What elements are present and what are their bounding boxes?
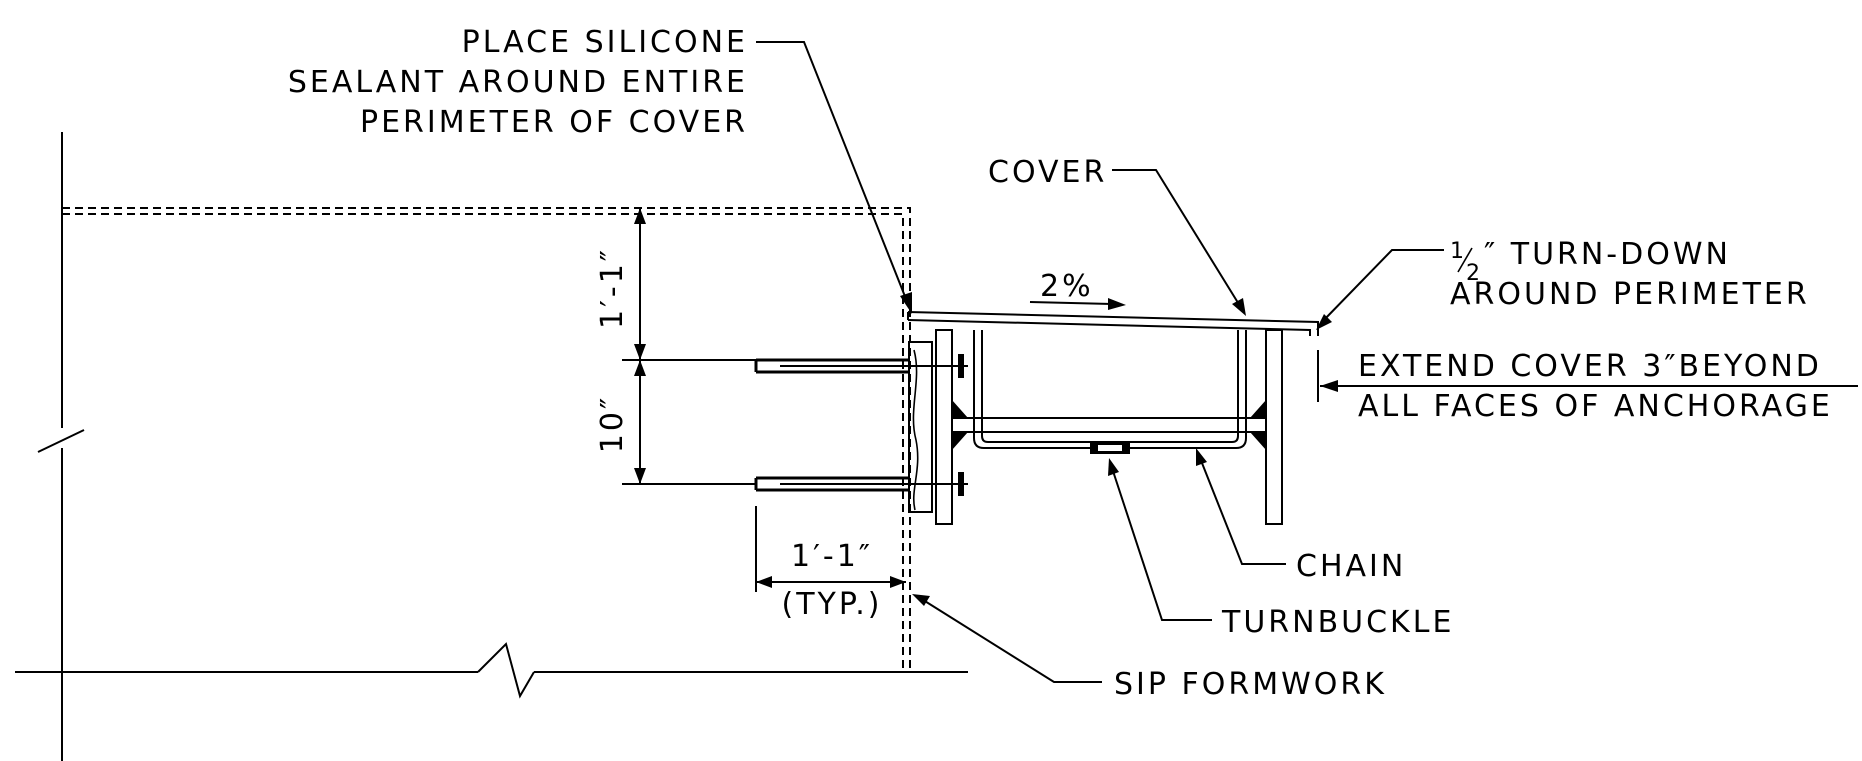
slab-outline [15, 132, 968, 761]
turnbuckle [1090, 442, 1130, 454]
callout-cover: COVER [988, 155, 1246, 316]
slope-label: 2% [1040, 269, 1094, 304]
dim-upper-vertical-label: 1′-1″ [595, 247, 630, 329]
callout-turn-down-line-1: ″ TURN-DOWN [1484, 237, 1731, 272]
dim-horizontal-label: 1′-1″ [791, 539, 873, 574]
anchorage-plate-assembly [908, 329, 1283, 525]
dim-lower-vertical: 10″ [595, 360, 756, 485]
anchor-plate-left [935, 329, 953, 525]
cover-plate [907, 311, 1319, 336]
callout-chain-label: CHAIN [1296, 549, 1406, 584]
callout-sealant-line-2: SEALANT AROUND ENTIRE [288, 65, 748, 100]
callout-cover-label: COVER [988, 155, 1107, 190]
turn-down-fraction-denominator: 2 [1466, 261, 1482, 286]
chain-sling [973, 330, 1247, 449]
anchor-plate-right [1265, 329, 1283, 525]
anchor-bolt-lower [754, 472, 968, 496]
break-symbol-bottom [477, 642, 535, 699]
dim-lower-vertical-label: 10″ [595, 395, 630, 453]
callout-sealant: PLACE SILICONE SEALANT AROUND ENTIRE PER… [288, 25, 912, 314]
dim-horizontal: 1′-1″ (TYP.) [755, 506, 906, 622]
callout-sealant-line-1: PLACE SILICONE [462, 25, 748, 60]
callout-extend-cover: EXTEND COVER 3″BEYOND ALL FACES OF ANCHO… [1317, 349, 1858, 424]
break-line-plate [912, 349, 919, 511]
sip-formwork-outline [62, 207, 911, 672]
callout-chain: CHAIN [1196, 448, 1406, 584]
callout-sip-formwork-label: SIP FORMWORK [1114, 667, 1387, 702]
callout-extend-line-2: ALL FACES OF ANCHORAGE [1358, 389, 1833, 424]
bearing-plate [908, 341, 933, 513]
callout-turn-down: 1 2 ″ TURN-DOWN AROUND PERIMETER [1316, 237, 1810, 330]
callout-sealant-line-3: PERIMETER OF COVER [360, 105, 748, 140]
turn-down-fraction-numerator: 1 [1450, 239, 1466, 264]
callout-turnbuckle: TURNBUCKLE [1108, 458, 1454, 640]
anchor-bolt-upper [754, 354, 968, 378]
callout-turn-down-line-2: AROUND PERIMETER [1450, 277, 1810, 312]
callout-sip-formwork: SIP FORMWORK [912, 594, 1387, 702]
callout-extend-line-1: EXTEND COVER 3″BEYOND [1358, 349, 1822, 384]
dim-horizontal-note: (TYP.) [781, 587, 882, 622]
dim-upper-vertical: 1′-1″ [595, 208, 756, 361]
break-symbol-left [37, 429, 85, 453]
callout-turnbuckle-label: TURNBUCKLE [1221, 605, 1454, 640]
slope-indicator: 2% [1029, 269, 1126, 310]
